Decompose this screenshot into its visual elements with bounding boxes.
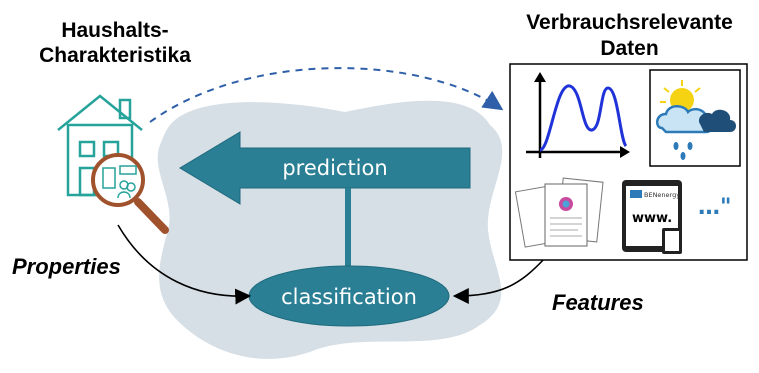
connector-line [345, 188, 351, 268]
right-title-line1: Verbrauchsrelevante [526, 11, 733, 34]
left-title-line2: Charakteristika [39, 44, 191, 67]
properties-arrow [117, 224, 252, 305]
prediction-label: prediction [282, 156, 387, 180]
right-title: Verbrauchsrelevante Daten [500, 10, 759, 62]
plot-icon [526, 72, 630, 158]
dashed-arrow [149, 67, 504, 123]
features-arrow [452, 257, 546, 304]
www-text: www. [632, 211, 672, 226]
weather-icon [649, 69, 741, 167]
documents-icon [514, 177, 604, 248]
features-label: Features [552, 290, 644, 315]
prediction-arrow [179, 131, 471, 205]
logo-text: BENenergy [644, 191, 680, 199]
classification-label: classification [281, 285, 417, 309]
magnifier-icon [91, 153, 169, 234]
properties-label: Properties [12, 254, 121, 279]
left-title: Haushalts- Charakteristika [0, 18, 230, 68]
right-title-line2: Daten [600, 37, 659, 60]
ellipsis-label: …" [698, 195, 731, 220]
left-title-line1: Haushalts- [61, 19, 169, 42]
tablet-icon: BENenergy www. [622, 180, 682, 254]
